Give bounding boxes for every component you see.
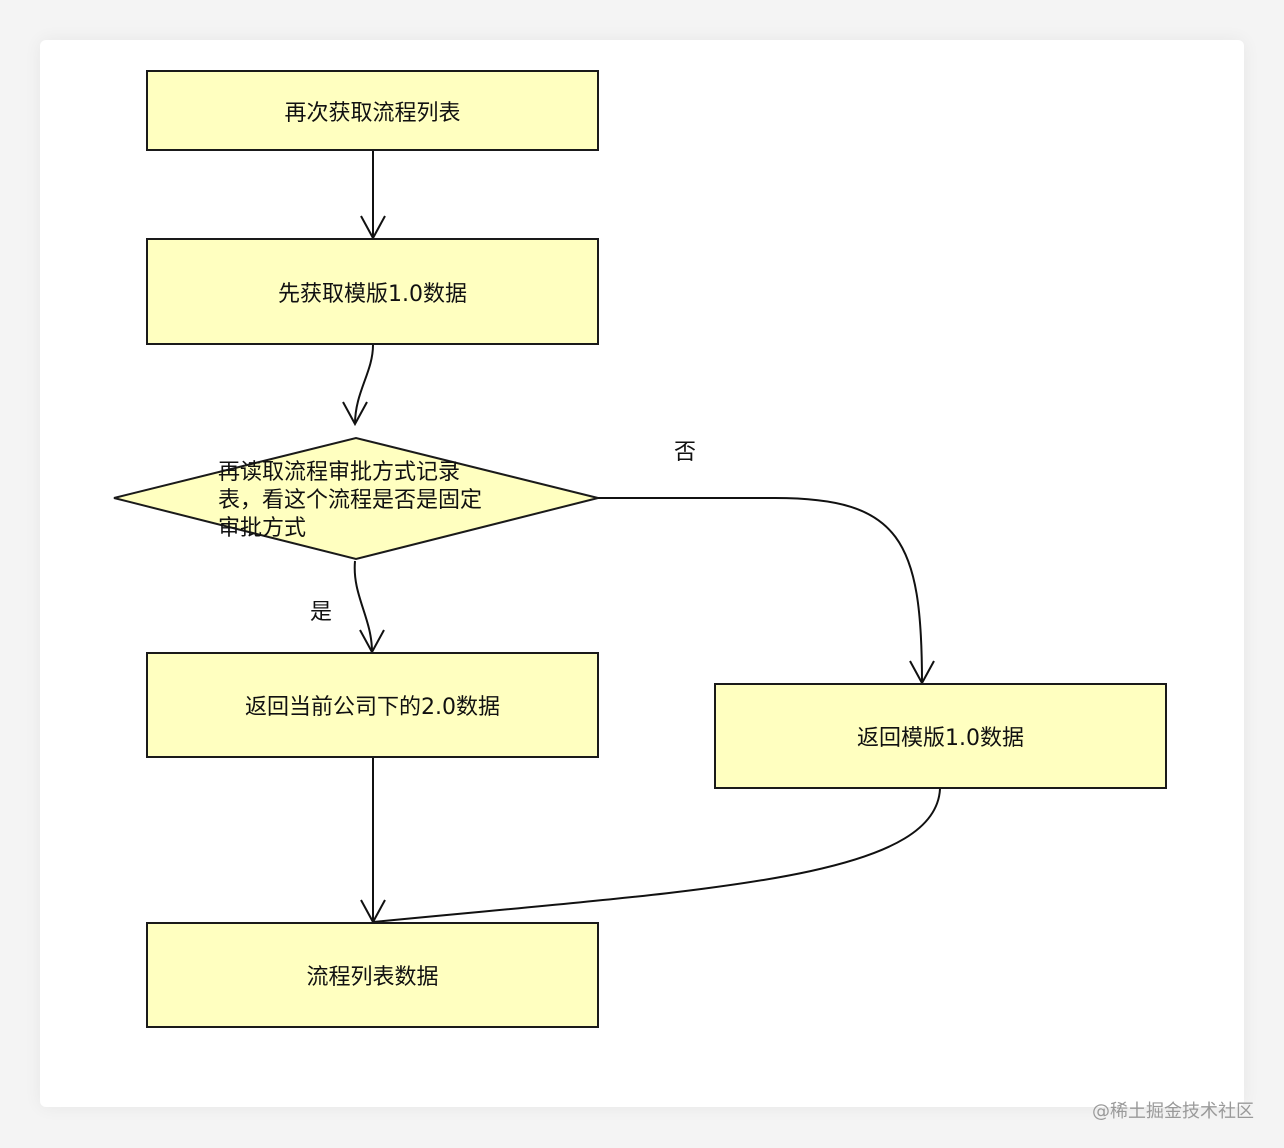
decision-diamond (113, 436, 599, 561)
node-return-template-label: 返回模版1.0数据 (857, 726, 1024, 751)
edge-template-return-to-list (372, 788, 941, 923)
node-list-data-label: 流程列表数据 (306, 965, 439, 990)
edge-decision-to-company (353, 560, 373, 653)
decision-label: 再读取流程审批方式记录表，看这个流程是否是固定审批方式 (218, 460, 483, 541)
arrowhead-decision (342, 401, 368, 427)
edge-label-yes: 是 (310, 600, 333, 625)
edge-template-to-decision (354, 344, 374, 425)
node-fetch-template-label: 先获取模版1.0数据 (278, 281, 467, 307)
node-refetch-list: 再次获取流程列表 (146, 70, 599, 151)
node-fetch-template: 先获取模版1.0数据 (146, 238, 599, 345)
node-return-company-label: 返回当前公司下的2.0数据 (245, 695, 500, 720)
edge-decision-to-template-return (598, 497, 923, 684)
node-refetch-list-label: 再次获取流程列表 (284, 100, 461, 126)
node-return-template: 返回模版1.0数据 (714, 683, 1167, 789)
watermark-text: @稀土掘金技术社区 (1092, 1101, 1254, 1122)
node-list-data: 流程列表数据 (146, 922, 599, 1028)
edge-label-no: 否 (674, 440, 697, 465)
node-return-company: 返回当前公司下的2.0数据 (146, 652, 599, 758)
